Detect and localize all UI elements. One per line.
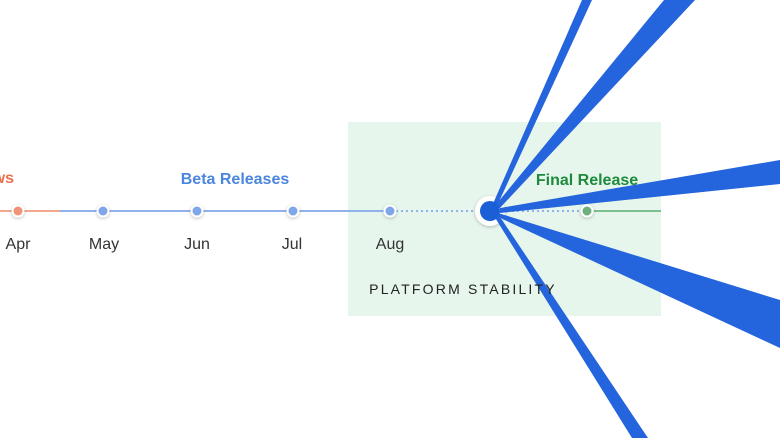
ray-up-thin: [492, 0, 592, 208]
month-label-jul: Jul: [281, 236, 303, 253]
ray-down-right: [496, 213, 780, 348]
current-position-dot: [480, 201, 500, 221]
month-label-aug: Aug: [375, 236, 405, 253]
milestone-aug-dot: [385, 206, 395, 216]
emphasis-rays: [492, 0, 780, 438]
phase-label-previews: ws: [0, 170, 14, 187]
milestone-apr-dot: [13, 206, 23, 216]
milestone-may-dot: [98, 206, 108, 216]
phase-label-beta: Beta Releases: [180, 171, 290, 188]
milestone-final-dot: [582, 206, 592, 216]
ray-right: [500, 160, 780, 213]
milestone-jun-dot: [192, 206, 202, 216]
phase-label-final: Final Release: [535, 172, 639, 189]
month-label-apr: Apr: [5, 236, 31, 253]
milestone-jul-dot: [288, 206, 298, 216]
platform-stability-label: PLATFORM STABILITY: [369, 281, 557, 297]
month-label-jun: Jun: [184, 236, 210, 253]
month-label-may: May: [88, 236, 120, 253]
ray-up-wide: [494, 0, 695, 210]
ray-down: [494, 214, 648, 438]
